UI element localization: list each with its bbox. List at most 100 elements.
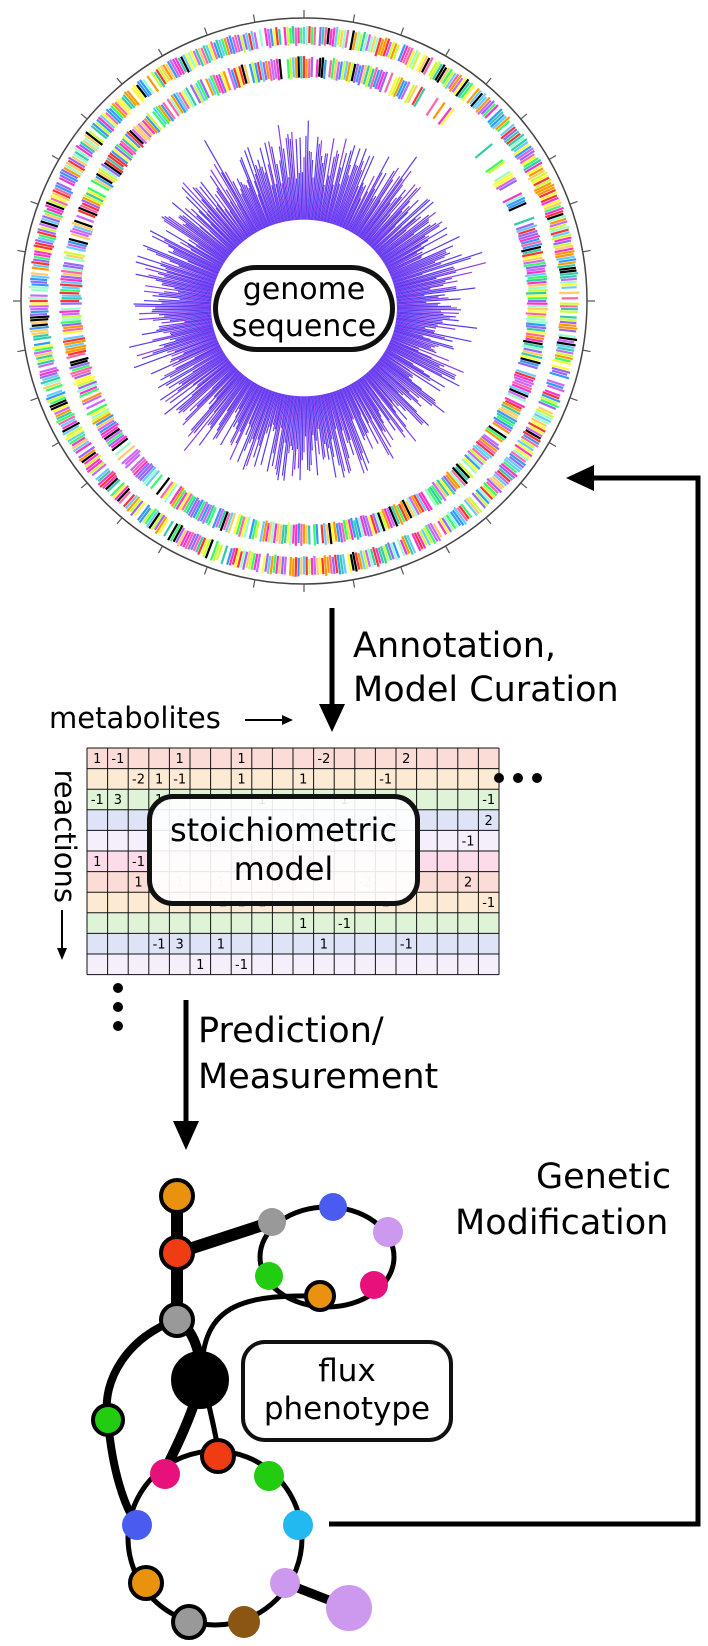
gene-mark: [429, 522, 442, 542]
gc-mark: [321, 156, 335, 222]
gene-mark: [44, 204, 64, 213]
gene-mark: [530, 417, 548, 428]
gene-mark: [411, 533, 422, 552]
gc-mark: [229, 385, 261, 443]
gene-mark: [533, 413, 552, 424]
gene-mark: [263, 27, 269, 47]
gc-mark: [390, 335, 437, 354]
gene-mark: [340, 522, 346, 542]
gene-mark: [90, 124, 108, 140]
gene-mark: [73, 219, 93, 228]
gc-mark: [393, 325, 445, 339]
gene-mark: [36, 354, 53, 360]
gc-mark: [382, 235, 426, 264]
gene-mark: [321, 26, 325, 45]
gc-mark: [149, 230, 223, 269]
gene-mark: [150, 512, 164, 531]
gene-mark: [112, 148, 130, 163]
gc-mark: [142, 244, 219, 277]
gc-mark: [361, 202, 391, 241]
gc-mark: [277, 395, 291, 481]
gene-mark: [192, 534, 202, 552]
gene-mark: [92, 122, 110, 138]
gene-mark: [527, 309, 547, 314]
gc-mark: [175, 328, 215, 341]
gene-mark: [549, 371, 570, 380]
matrix-cell-value: 1: [196, 958, 204, 973]
gene-mark: [63, 339, 86, 346]
gene-mark: [31, 260, 50, 266]
gene-mark: [498, 467, 514, 481]
gene-mark: [387, 41, 396, 59]
gene-mark: [469, 89, 482, 105]
gene-mark: [390, 505, 401, 525]
gc-mark: [395, 314, 459, 322]
gc-mark: [165, 267, 216, 285]
gene-mark: [146, 112, 163, 131]
gc-mark: [133, 303, 213, 307]
gc-mark: [394, 320, 437, 329]
gc-mark: [203, 139, 258, 233]
gc-mark: [196, 359, 230, 387]
gc-mark: [301, 172, 304, 220]
gene-mark: [62, 337, 86, 344]
gc-mark: [179, 215, 231, 256]
gc-mark: [320, 394, 337, 478]
gene-mark: [211, 507, 222, 529]
gene-mark: [194, 48, 205, 67]
gene-mark: [513, 140, 529, 153]
gene-mark: [55, 408, 71, 418]
gc-mark: [351, 383, 372, 420]
gene-mark: [485, 159, 504, 173]
gene-mark: [264, 522, 270, 542]
gene-mark: [62, 267, 84, 273]
gc-mark: [206, 213, 239, 248]
gene-mark: [54, 184, 74, 195]
gene-mark: [561, 286, 577, 290]
gc-mark: [171, 337, 218, 357]
gene-mark: [42, 374, 60, 382]
gene-mark: [185, 496, 197, 514]
gene-mark: [554, 247, 574, 254]
gc-mark: [351, 172, 387, 233]
gene-mark: [233, 547, 242, 568]
genome-tick: [80, 482, 88, 489]
gene-mark: [146, 75, 160, 93]
gene-mark: [554, 244, 574, 251]
genome-tick: [444, 48, 451, 57]
gc-mark: [390, 254, 462, 281]
gene-mark: [159, 481, 174, 499]
gc-mark: [326, 167, 342, 223]
gene-mark: [318, 26, 322, 47]
genome-tick: [352, 14, 356, 23]
gc-mark: [152, 308, 213, 311]
gene-mark: [30, 307, 48, 311]
gc-mark: [171, 202, 233, 254]
gc-mark: [207, 375, 247, 426]
gc-mark: [289, 138, 298, 221]
gene-mark: [499, 179, 518, 191]
gene-mark: [190, 533, 200, 551]
gene-mark: [76, 382, 99, 394]
gc-mark: [164, 312, 213, 317]
gene-mark: [320, 524, 325, 544]
gc-mark: [245, 184, 266, 229]
gene-mark: [432, 523, 443, 538]
gene-mark: [442, 71, 455, 88]
gc-mark: [349, 172, 383, 232]
gc-mark: [354, 167, 399, 236]
gene-mark: [492, 115, 507, 130]
gene-mark: [105, 108, 122, 124]
gc-mark: [182, 182, 241, 245]
gene-mark: [43, 378, 62, 387]
gene-mark: [461, 84, 476, 102]
gc-mark: [192, 187, 243, 244]
gene-mark: [81, 451, 97, 464]
gene-mark: [518, 227, 536, 236]
gene-mark: [62, 420, 78, 430]
gene-mark: [29, 315, 50, 319]
gene-mark: [195, 501, 206, 520]
gc-mark: [210, 376, 247, 425]
gene-mark: [310, 56, 314, 77]
gene-mark: [262, 61, 268, 81]
